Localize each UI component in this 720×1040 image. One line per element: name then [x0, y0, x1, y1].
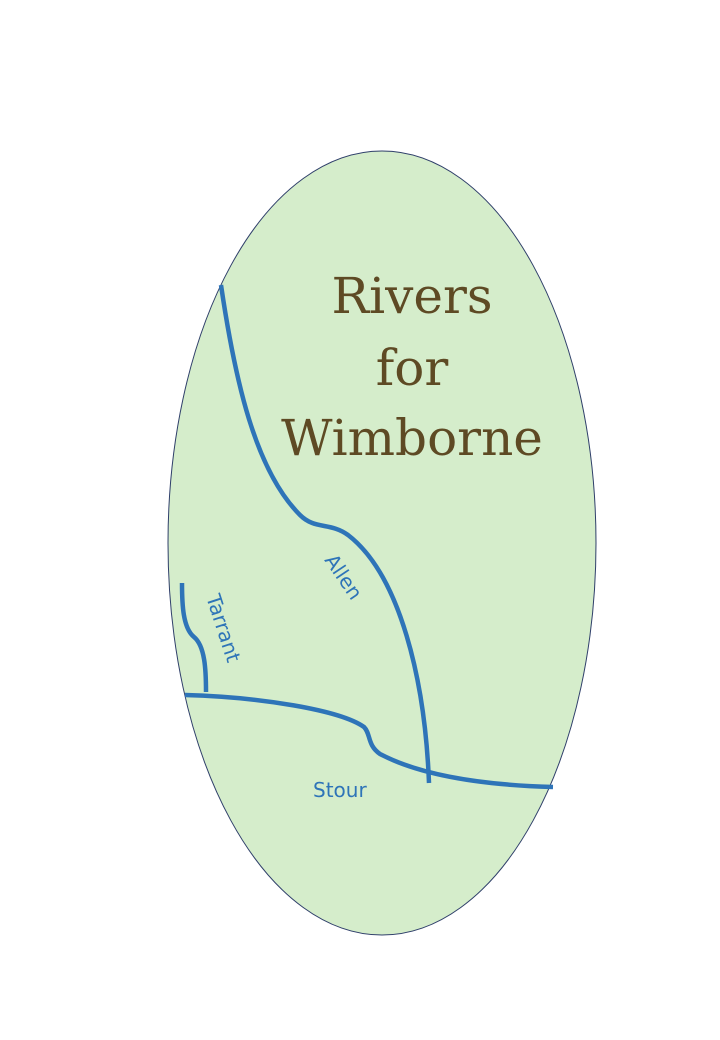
river-allen-line: [218, 284, 432, 784]
river-label-stour: Stour: [313, 778, 367, 802]
title-line-2: for: [376, 339, 449, 397]
river-tarrant-line: [179, 582, 209, 693]
river-stour-line: [184, 692, 554, 790]
title-line-3: Wimborne: [281, 409, 543, 467]
map-area-ellipse: [167, 150, 597, 936]
title-line-1: Rivers: [331, 267, 492, 325]
